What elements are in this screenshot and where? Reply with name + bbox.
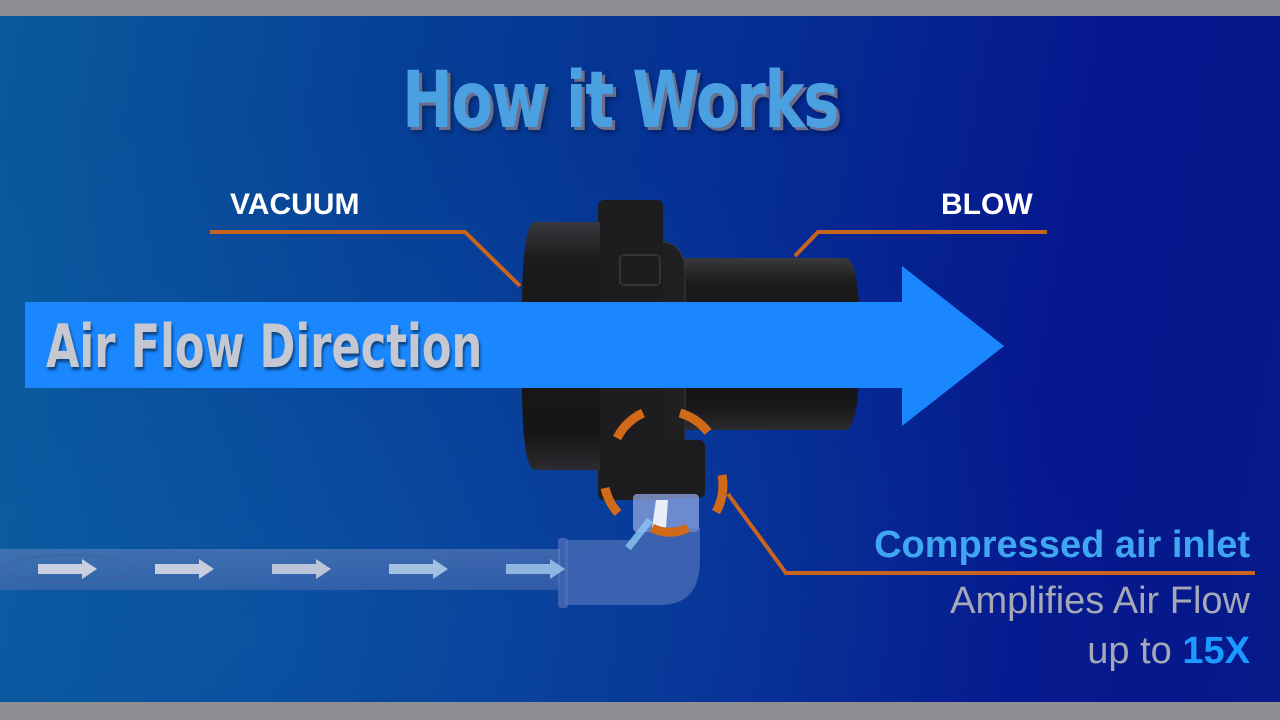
compressed-air-inlet-label: Compressed air inlet: [874, 524, 1250, 566]
diagram-slide: How it Works VACUUM BLOW Air Flow Direct…: [0, 16, 1280, 702]
leader-lines: [210, 230, 1255, 575]
inlet-arrows: [38, 559, 565, 579]
amplification-prefix: up to: [1087, 630, 1183, 672]
air-flow-arrow: [25, 266, 1004, 426]
amplifies-text: Amplifies Air Flow: [950, 580, 1250, 622]
inlet-highlight-circle: [600, 408, 728, 537]
inlet-port-block: [603, 440, 705, 498]
inlet-arrow: [272, 559, 331, 579]
elbow-fitting: [565, 528, 700, 605]
blow-label: BLOW: [941, 188, 1033, 221]
vacuum-leader-line: [210, 230, 522, 288]
slide-title: How it Works: [402, 56, 839, 146]
amplification-value: 15X: [1182, 630, 1250, 672]
air-flow-direction-label: Air Flow Direction: [46, 312, 483, 382]
amplification-factor-text: up to 15X: [1087, 630, 1250, 673]
vacuum-label: VACUUM: [230, 188, 360, 221]
device-illustration: [0, 200, 1255, 608]
inlet-arrow: [389, 559, 448, 579]
blow-leader-line: [793, 230, 1047, 258]
inlet-arrow: [506, 559, 565, 579]
inlet-leader-line: [726, 492, 1255, 575]
inlet-arrow: [38, 559, 97, 579]
inlet-arrow: [155, 559, 214, 579]
